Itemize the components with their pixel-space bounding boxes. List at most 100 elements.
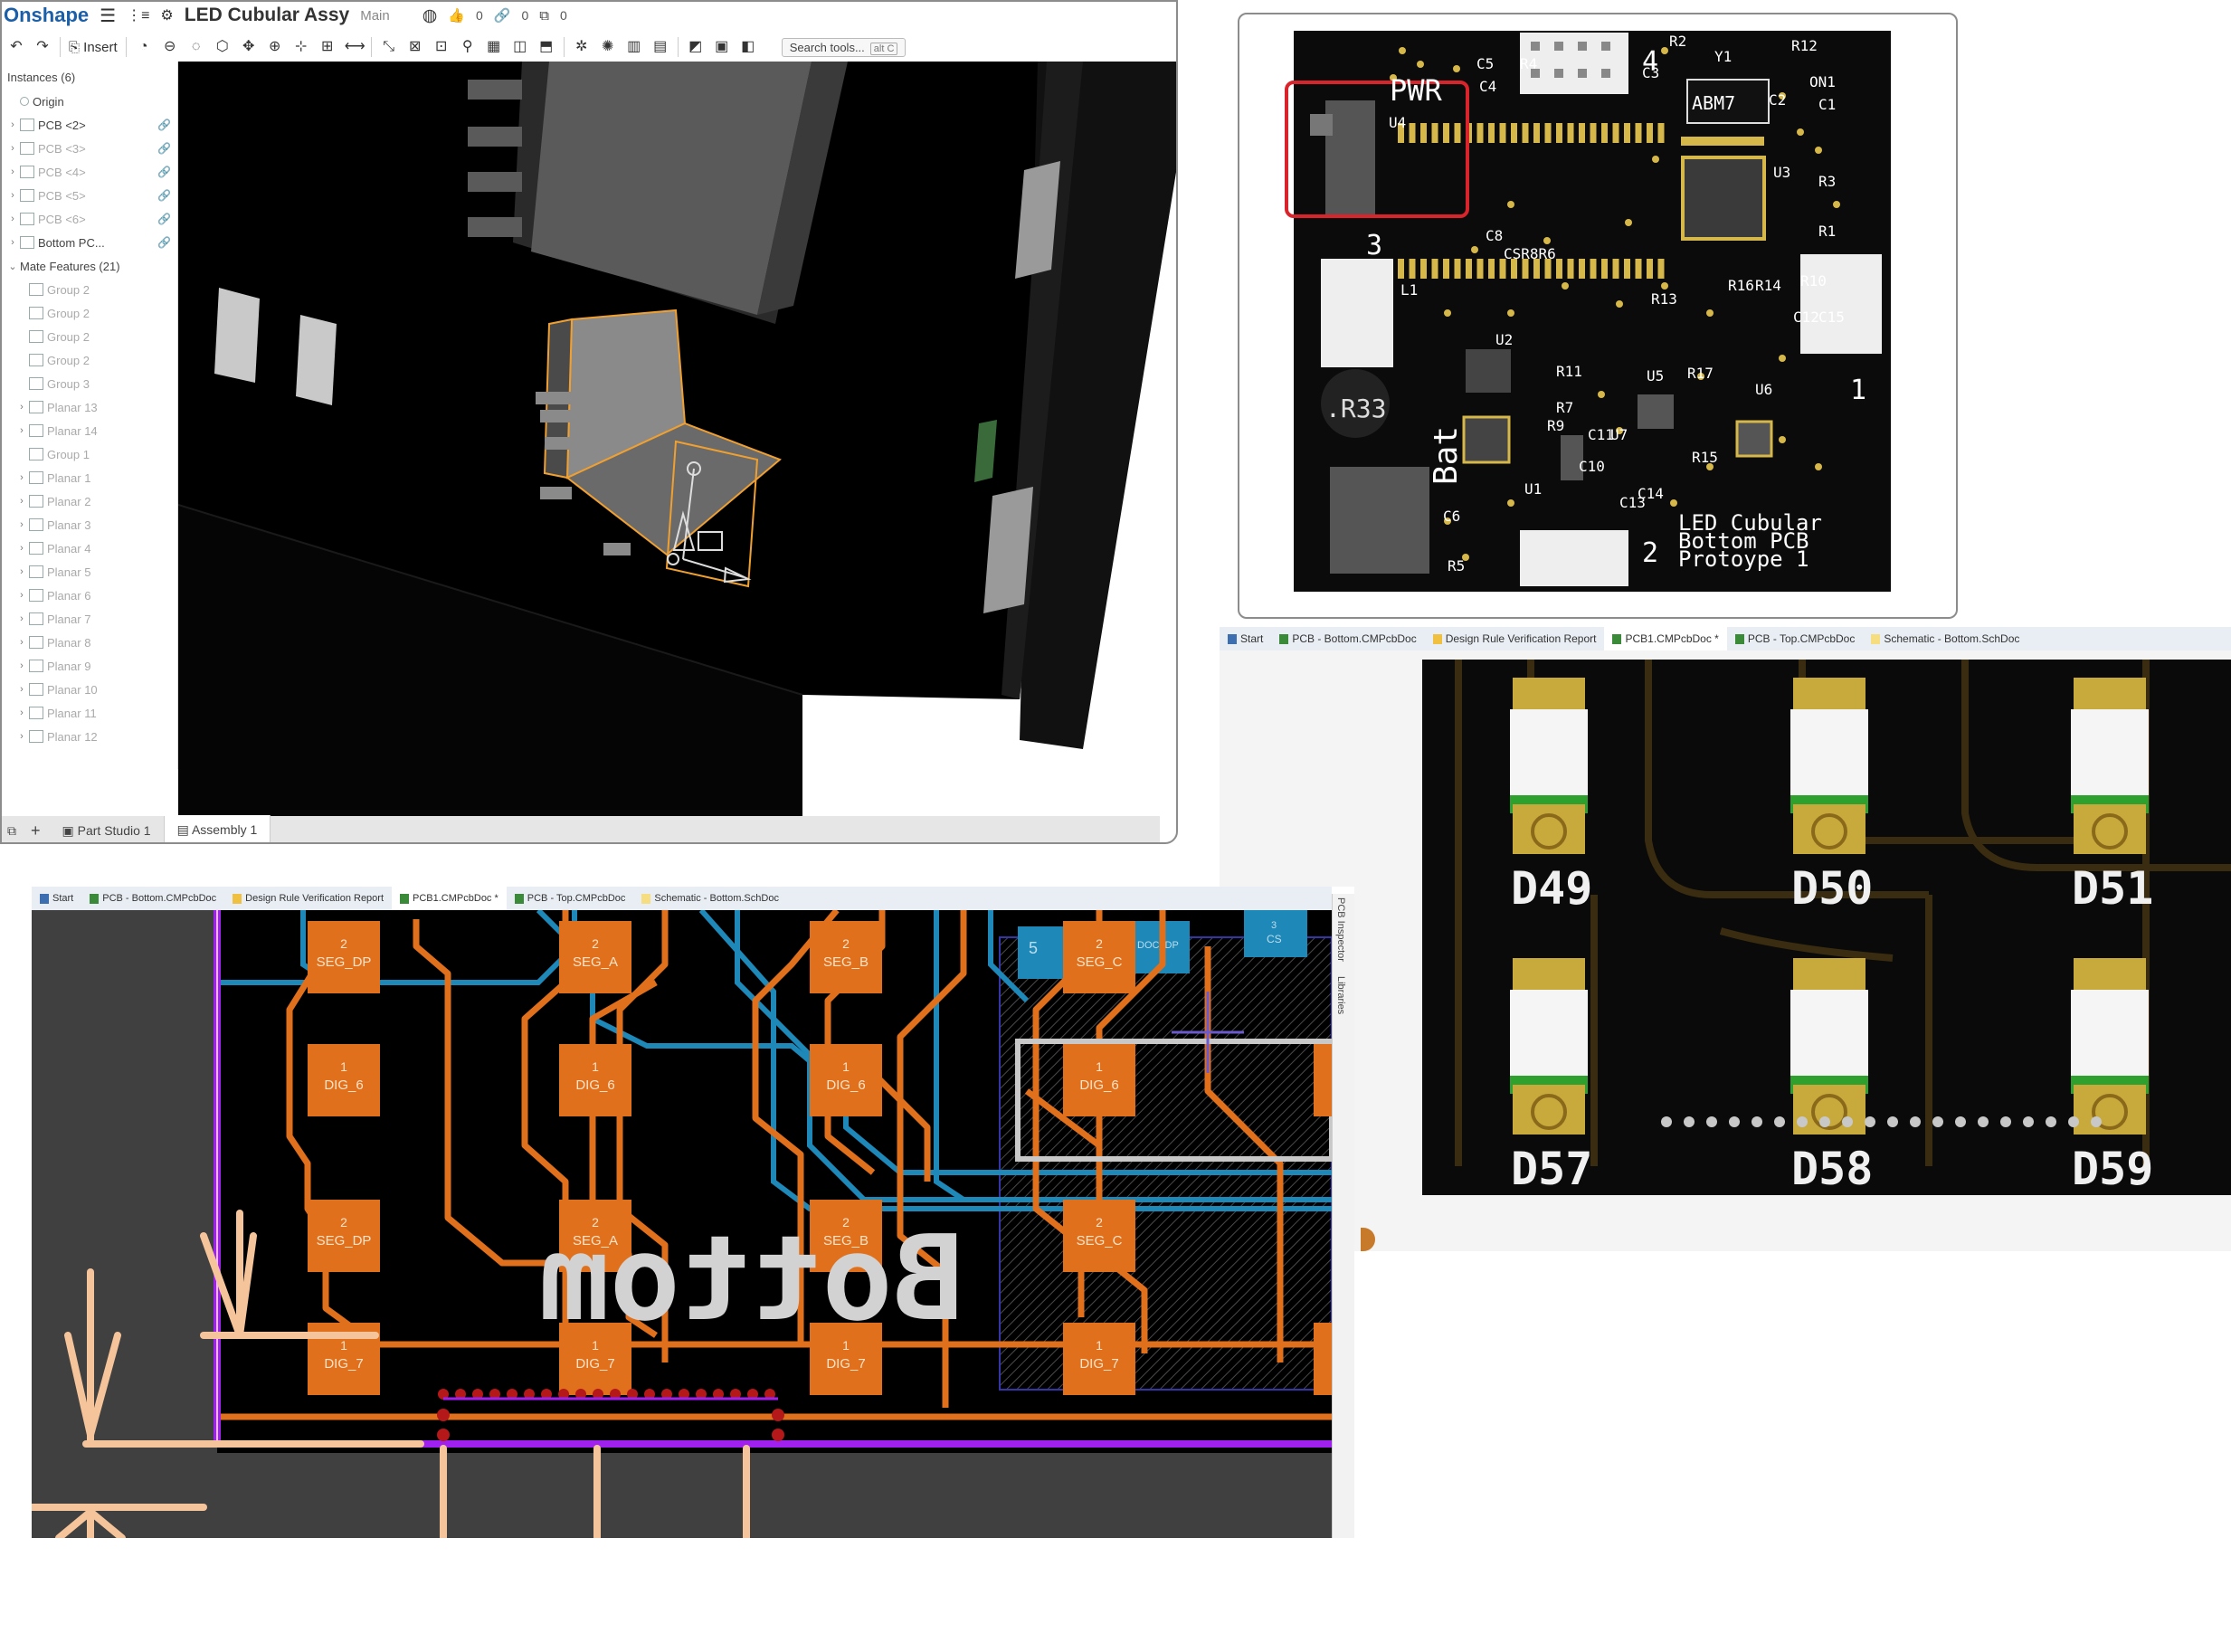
instance-item[interactable]: Origin bbox=[2, 90, 177, 113]
led-footprint[interactable]: D58 bbox=[1790, 958, 1873, 1195]
insert-button[interactable]: ⎘ Insert bbox=[69, 39, 118, 55]
instance-item[interactable]: ›PCB <2>🔗 bbox=[2, 113, 177, 137]
linear-mate-icon[interactable]: ▤ bbox=[653, 39, 668, 54]
document-tab[interactable]: PCB - Bottom.CMPcbDoc bbox=[1271, 627, 1424, 650]
link-icon[interactable]: 🔗 bbox=[157, 189, 171, 202]
onshape-logo[interactable]: Onshape bbox=[4, 4, 90, 26]
document-tab[interactable]: PCB - Bottom.CMPcbDoc bbox=[81, 887, 224, 910]
search-tools-input[interactable]: Search tools...alt C bbox=[781, 37, 907, 57]
menu-icon[interactable]: ☰ bbox=[100, 5, 117, 26]
section-view-icon[interactable]: ◩ bbox=[688, 39, 703, 54]
gear-mate-icon[interactable]: ✲ bbox=[574, 39, 588, 54]
link-icon[interactable]: 🔗 bbox=[157, 142, 171, 155]
document-tab[interactable]: Schematic - Bottom.SchDoc bbox=[1863, 627, 2027, 650]
mate-item[interactable]: ›Planar 11 bbox=[20, 706, 97, 720]
mate-item[interactable]: ›Planar 9 bbox=[20, 659, 91, 673]
pattern-icon[interactable]: ▦ bbox=[487, 39, 501, 54]
configure-icon[interactable]: ⚙ bbox=[160, 8, 174, 24]
tab-manager-icon[interactable]: ⧉ bbox=[7, 822, 16, 838]
instance-item[interactable]: ›PCB <3>🔗 bbox=[2, 137, 177, 160]
add-tab-icon[interactable]: + bbox=[31, 821, 41, 840]
measure-icon[interactable]: ⬒ bbox=[539, 39, 554, 54]
document-tab[interactable]: Start bbox=[1220, 627, 1271, 650]
mate-item[interactable]: ›Planar 6 bbox=[20, 588, 91, 603]
led-footprint[interactable]: D50 bbox=[1790, 678, 1873, 915]
led-footprint[interactable]: D51 bbox=[2071, 678, 2153, 915]
rack-pinion-icon[interactable]: ✺ bbox=[601, 39, 614, 54]
link-icon[interactable]: 🔗 bbox=[157, 236, 171, 249]
fastened-mate-icon[interactable]: ⊖ bbox=[163, 39, 176, 54]
mate-item[interactable]: Group 2 bbox=[2, 325, 177, 348]
tab-assembly[interactable]: ▤ Assembly 1 bbox=[164, 814, 271, 842]
led-footprint[interactable]: D57 bbox=[1510, 958, 1592, 1195]
mate-item[interactable]: Group 2 bbox=[2, 278, 177, 301]
mate-item[interactable]: ›Planar 2 bbox=[20, 494, 91, 508]
link-icon[interactable]: 🔗 bbox=[493, 8, 511, 24]
slider-mate-icon[interactable]: ⬡ bbox=[215, 39, 229, 54]
mate-item[interactable]: ›Planar 1 bbox=[20, 470, 91, 485]
revolute-mate-icon[interactable]: ◌ bbox=[191, 39, 201, 54]
document-tab[interactable]: Schematic - Bottom.SchDoc bbox=[633, 887, 787, 910]
instances-header[interactable]: Instances (6) bbox=[7, 71, 76, 84]
copy-icon[interactable]: ⧉ bbox=[539, 7, 549, 24]
document-tab[interactable]: Design Rule Verification Report bbox=[1425, 627, 1605, 650]
document-tab[interactable]: Start bbox=[32, 887, 81, 910]
undo-icon[interactable]: ↶ bbox=[10, 39, 23, 54]
explode-icon[interactable]: ◫ bbox=[513, 39, 527, 54]
pin-slot-mate-icon[interactable]: ⊕ bbox=[268, 39, 281, 54]
document-title[interactable]: LED Cubular Assy bbox=[184, 5, 350, 25]
globe-icon[interactable]: ◍ bbox=[422, 5, 438, 25]
display-states-icon[interactable]: ◧ bbox=[741, 39, 755, 54]
mate-item[interactable]: Group 2 bbox=[2, 348, 177, 372]
mate-item[interactable]: ›Planar 8 bbox=[20, 635, 91, 650]
3d-viewport[interactable] bbox=[178, 62, 1176, 816]
mate-item[interactable]: ›Planar 13 bbox=[20, 400, 98, 414]
mate-item[interactable]: ›Planar 3 bbox=[20, 517, 91, 532]
branch-label[interactable]: Main bbox=[360, 7, 390, 24]
mate-item[interactable]: Group 2 bbox=[2, 301, 177, 325]
selected-component[interactable] bbox=[536, 309, 782, 588]
cylindrical-mate-icon[interactable]: ✥ bbox=[242, 39, 255, 54]
document-tab[interactable]: PCB - Top.CMPcbDoc bbox=[507, 887, 634, 910]
link-icon[interactable]: 🔗 bbox=[157, 119, 171, 131]
relation-icon[interactable]: ⚲ bbox=[461, 39, 473, 54]
mate-item[interactable]: ›Planar 5 bbox=[20, 565, 91, 579]
instance-item[interactable]: ›PCB <5>🔗 bbox=[2, 184, 177, 207]
mate-item[interactable]: ›Planar 12 bbox=[20, 729, 98, 744]
document-tab[interactable]: PCB1.CMPcbDoc * bbox=[1604, 627, 1727, 650]
led-footprint[interactable]: D59 bbox=[2071, 958, 2153, 1195]
document-tab[interactable]: Design Rule Verification Report bbox=[224, 887, 392, 910]
instance-item[interactable]: ›Bottom PC...🔗 bbox=[2, 231, 177, 254]
group-icon[interactable]: ⊡ bbox=[434, 39, 448, 54]
named-views-icon[interactable]: ▣ bbox=[715, 39, 729, 54]
document-tab[interactable]: PCB - Top.CMPcbDoc bbox=[1727, 627, 1863, 650]
screw-mate-icon[interactable]: ▥ bbox=[627, 39, 641, 54]
mate-item[interactable]: ›Planar 10 bbox=[20, 682, 98, 697]
tangent-mate-icon[interactable]: ⤡ bbox=[383, 39, 395, 54]
ball-mate-icon[interactable]: ⟷ bbox=[344, 39, 366, 54]
redo-icon[interactable]: ↷ bbox=[36, 39, 49, 54]
link-icon[interactable]: 🔗 bbox=[157, 166, 171, 178]
instance-item[interactable]: ›PCB <6>🔗 bbox=[2, 207, 177, 231]
libraries-tab[interactable]: Libraries bbox=[1335, 975, 1346, 1015]
mate-item[interactable]: ›Planar 7 bbox=[20, 612, 91, 626]
mate-item[interactable]: Group 3 bbox=[2, 372, 177, 395]
mate-connector-triad[interactable] bbox=[667, 461, 752, 584]
link-icon[interactable]: 🔗 bbox=[157, 213, 171, 225]
